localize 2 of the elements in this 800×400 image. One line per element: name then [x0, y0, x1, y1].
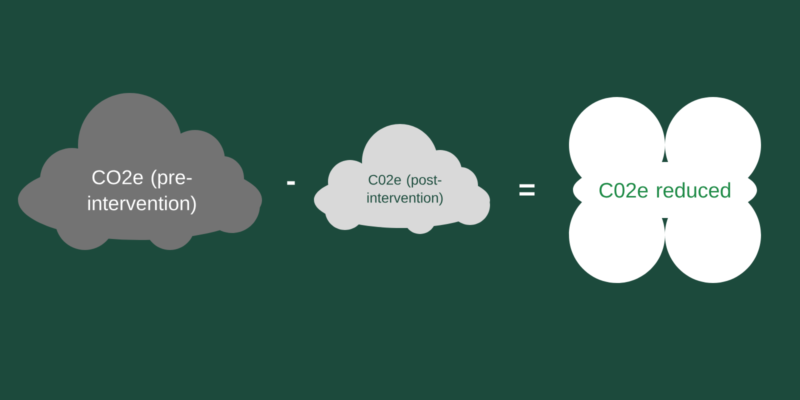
- operator-sign: =: [519, 184, 535, 196]
- operator-sign: -: [287, 181, 295, 185]
